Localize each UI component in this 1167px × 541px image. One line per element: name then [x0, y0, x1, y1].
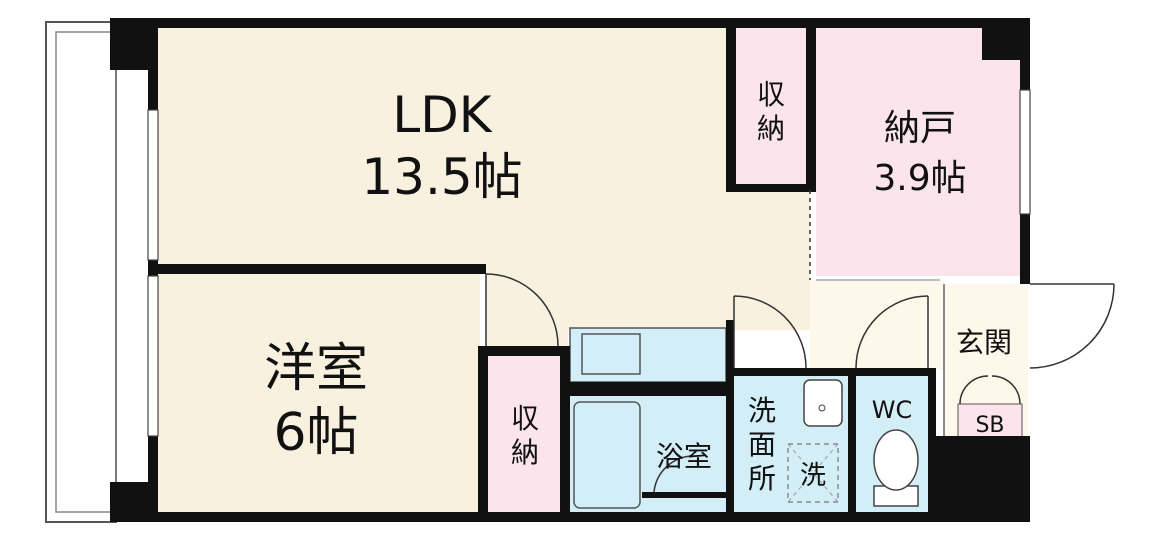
genkan-name: 玄関: [956, 326, 1012, 359]
storage-top-char-1: 収: [757, 78, 785, 111]
storage-top-floor: [736, 28, 808, 184]
shoebox-floor: [957, 403, 1023, 439]
balcony: [45, 21, 117, 523]
bathtub: [573, 401, 641, 509]
washroom-char-1: 洗: [748, 394, 776, 427]
ldk-floor-lower: [486, 190, 810, 350]
nando-name: 納戸: [884, 108, 956, 149]
storage-mid-char-2: 納: [511, 436, 539, 469]
toilet-bowl: [873, 429, 919, 491]
doors: [485, 190, 1115, 493]
youshitsu-floor: [158, 274, 480, 514]
bath-name: 浴室: [656, 440, 712, 473]
sink: [581, 333, 641, 375]
washroom-char-3: 所: [748, 462, 776, 495]
ldk-size: 13.5帖: [361, 148, 522, 206]
walls: [110, 18, 1030, 522]
storage-mid-floor: [488, 354, 562, 514]
hall-floor: [810, 280, 944, 370]
storage-mid-char-1: 収: [511, 402, 539, 435]
windows: [147, 89, 1031, 437]
storage-top-char-2: 納: [757, 112, 785, 145]
nando-floor: [816, 28, 1024, 276]
youshitsu-name: 洋室: [264, 339, 368, 399]
ldk-floor: [158, 28, 728, 268]
nando-size: 3.9帖: [873, 158, 966, 199]
washer-label: 洗: [800, 461, 826, 491]
shoebox-name: SB: [975, 413, 1004, 438]
wash-basin: [803, 379, 843, 427]
youshitsu-size: 6帖: [273, 403, 358, 463]
washroom-char-2: 面: [748, 428, 776, 461]
balcony-rail: [55, 31, 117, 513]
wc-name: WC: [872, 396, 913, 424]
wash-basin-drain: [818, 404, 826, 412]
ldk-name: LDK: [392, 86, 492, 144]
